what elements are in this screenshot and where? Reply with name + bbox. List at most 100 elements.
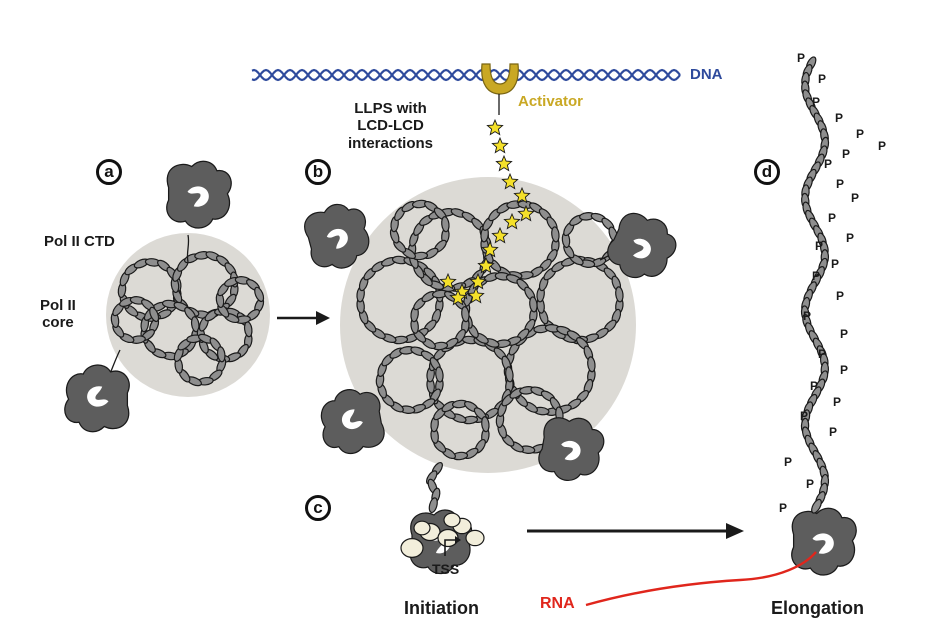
ctd-network-large-6 [375, 346, 444, 414]
llps-label: LLPS with LCD-LCD interactions [348, 100, 433, 152]
activator-label: Activator [518, 93, 584, 110]
ctd-chain-to-initiation [426, 461, 443, 514]
activator-star-2 [495, 154, 513, 172]
dna-label: DNA [690, 66, 723, 83]
phospho-label: P [846, 231, 855, 245]
pol-ii-b-bottom-right-cleft [561, 440, 581, 461]
pol-ii-b-left-body [304, 203, 370, 269]
ctd-network-large-0 [356, 255, 444, 345]
initiation-gtf-bead [413, 520, 431, 536]
initiation-label: Initiation [404, 598, 479, 618]
ctd-bead [149, 306, 160, 323]
pol-ii-b-bottom-right-body [538, 417, 605, 481]
phospho-label: P [818, 347, 827, 361]
phospho-label: P [806, 477, 815, 491]
arrow-c-to-d-head [726, 523, 744, 539]
ctd-bead [587, 356, 596, 373]
phospho-label: P [784, 455, 793, 469]
activator-star-12 [439, 272, 457, 290]
phospho-label: P [803, 309, 812, 323]
ctd-network-small-5 [173, 333, 227, 387]
phospho-label: P [840, 327, 849, 341]
phospho-label: P [829, 425, 838, 439]
initiation-gtf-bead [465, 529, 485, 547]
phospho-label: P [812, 95, 821, 109]
phospho-label: P [779, 501, 788, 515]
pol-ii-b-bottom-left-cleft [342, 409, 363, 430]
pol-ii-a-top-cleft [187, 186, 209, 207]
pol-ii-a-top [166, 160, 232, 229]
ctd-bead [615, 286, 624, 303]
phospho-label: P [810, 379, 819, 393]
phospho-label: P [828, 211, 837, 225]
panel-badge-c: c [305, 495, 331, 521]
initiation-gtf-bead [400, 538, 424, 558]
phospho-label: P [878, 139, 887, 153]
ctd-network-large-9 [561, 212, 619, 268]
activator-star-13 [449, 288, 467, 306]
ctd-network-large-10 [389, 199, 450, 261]
activator-star-5 [517, 204, 535, 222]
activator-star-14 [467, 286, 485, 304]
ctd-bead [254, 286, 265, 303]
pol-ii-b-right [607, 212, 677, 279]
ctd-bead [481, 416, 490, 433]
phospho-label: P [797, 51, 806, 65]
ctd-network-small-4 [110, 296, 160, 344]
phospho-label: P [836, 177, 845, 191]
dna-strand-2 [251, 68, 681, 82]
elongation-label: Elongation [771, 598, 864, 618]
activator-star-4 [513, 186, 531, 204]
phospho-label: P [856, 127, 865, 141]
ctd-bead [428, 497, 438, 514]
pol-ii-b-left-cleft [326, 228, 348, 249]
phospho-label: P [831, 257, 840, 271]
pol-ii-core-line-2: core [42, 314, 74, 332]
activator-star-9 [477, 256, 495, 274]
pol-ii-core-label: Pol II core [40, 297, 76, 332]
ctd-network-large-2 [480, 200, 560, 280]
phospho-label: P [815, 239, 824, 253]
tss-arrow [444, 539, 458, 556]
pol-ii-a-bottom-body [64, 364, 130, 433]
llps-label-line-2: LCD-LCD [357, 117, 424, 135]
activator-star-10 [469, 272, 487, 290]
pol-ii-core-line-1: Pol II [40, 297, 76, 314]
phospho-label: P [833, 395, 842, 409]
phospho-label: P [824, 157, 833, 171]
ctd-bead [216, 346, 226, 363]
initiation-gtf-bead [443, 512, 461, 528]
phospho-label: P [836, 289, 845, 303]
ctd-bead [435, 366, 444, 383]
ctd-bead [811, 498, 822, 514]
llps-label-line-1: LLPS with [354, 100, 427, 117]
ctd-network-large-12 [430, 399, 490, 461]
activator-star-7 [491, 226, 509, 244]
pol-ii-b-bottom-left [320, 389, 385, 455]
phospho-label: P [800, 409, 809, 423]
ctd-bead [190, 316, 200, 333]
ctd-chain-elongation [800, 56, 830, 514]
pol-ii-a-bottom-cleft [87, 386, 109, 407]
ctd-tether-a-top [186, 234, 190, 263]
activator-star-8 [481, 240, 499, 258]
activator-shape [481, 63, 519, 95]
pol-ii-a-top-body [166, 160, 232, 229]
activator-star-3 [501, 172, 519, 190]
phospho-label: P [851, 191, 860, 205]
ctd-bead [461, 306, 470, 323]
panel-badge-d: d [754, 159, 780, 185]
phospho-label: P [818, 72, 827, 86]
ctd-bead [441, 216, 450, 233]
pol-ii-b-bottom-left-body [320, 389, 385, 455]
pol-ii-b-bottom-right [538, 417, 605, 481]
pol-ii-a-bottom [64, 364, 130, 433]
phospho-label: P [812, 269, 821, 283]
arrow-a-to-b-head [316, 311, 330, 325]
panel-badge-a: a [96, 159, 122, 185]
activator-star-0 [486, 118, 504, 136]
pol-ii-elongation-cleft [812, 533, 834, 554]
ctd-bead [505, 366, 514, 383]
